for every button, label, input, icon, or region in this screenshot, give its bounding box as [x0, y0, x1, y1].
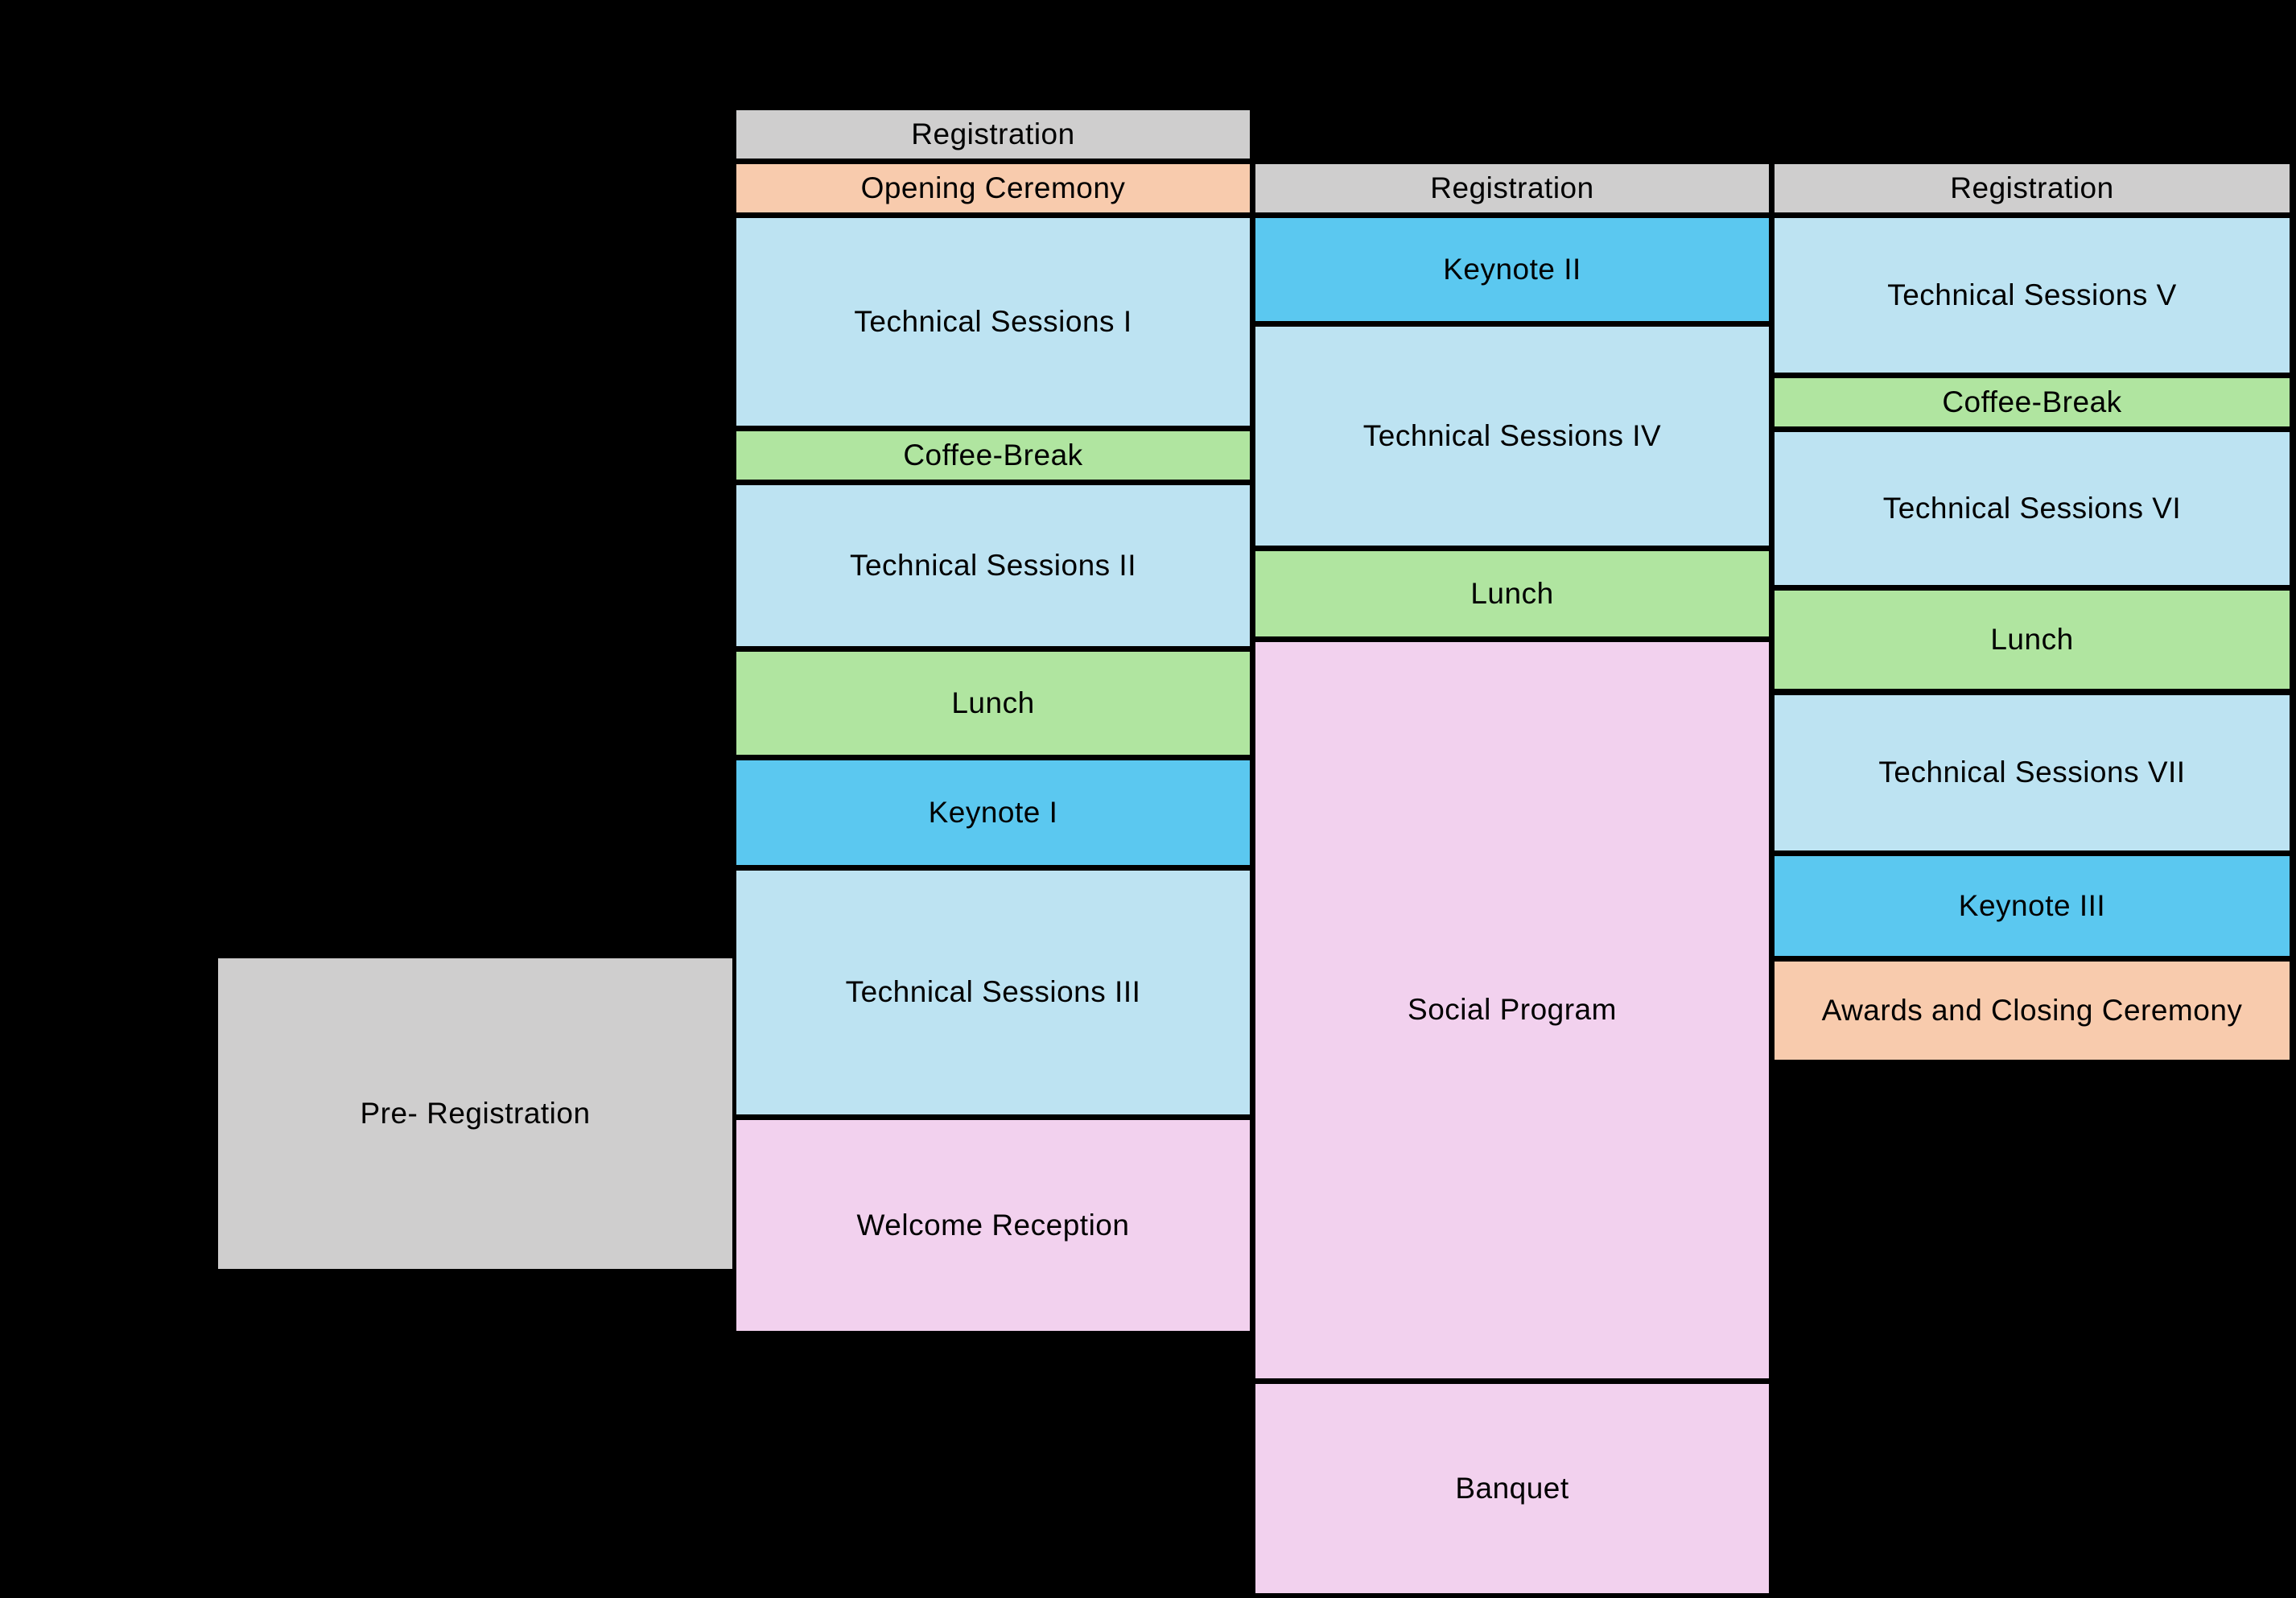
- block-day1-lunch: Lunch: [736, 652, 1250, 755]
- block-day3-keynote-3: Keynote III: [1775, 856, 2290, 956]
- block-day3-awards-closing-ceremony: Awards and Closing Ceremony: [1775, 962, 2290, 1060]
- block-label: Technical Sessions III: [845, 975, 1141, 1009]
- block-label: Registration: [1430, 171, 1594, 204]
- block-label: Technical Sessions II: [849, 548, 1136, 582]
- block-label: Technical Sessions I: [854, 304, 1132, 338]
- block-label: Keynote II: [1443, 252, 1581, 286]
- block-label: Technical Sessions IV: [1362, 418, 1662, 452]
- block-day1-opening-ceremony: Opening Ceremony: [736, 164, 1250, 212]
- block-label: Lunch: [951, 686, 1035, 719]
- block-day2-banquet: Banquet: [1255, 1384, 1769, 1593]
- block-label: Technical Sessions VI: [1882, 491, 2182, 525]
- block-label: Technical Sessions VII: [1878, 756, 2186, 789]
- block-label: Lunch: [1990, 622, 2074, 656]
- block-day3-technical-sessions-5: Technical Sessions V: [1775, 218, 2290, 373]
- block-day3-registration: Registration: [1775, 164, 2290, 212]
- block-day1-registration: Registration: [736, 110, 1250, 159]
- block-label: Awards and Closing Ceremony: [1821, 993, 2243, 1027]
- block-label: Technical Sessions V: [1887, 278, 2177, 311]
- block-day2-lunch: Lunch: [1255, 551, 1769, 636]
- block-label: Banquet: [1455, 1471, 1569, 1505]
- block-label: Keynote III: [1958, 888, 2106, 922]
- block-day2-social-program: Social Program: [1255, 642, 1769, 1378]
- block-day1-technical-sessions-3: Technical Sessions III: [736, 871, 1250, 1114]
- block-label: Registration: [1950, 171, 2114, 204]
- block-day3-lunch: Lunch: [1775, 591, 2290, 689]
- block-day1-technical-sessions-2: Technical Sessions II: [736, 485, 1250, 646]
- block-label: Registration: [911, 117, 1075, 150]
- block-day3-coffee-break: Coffee-Break: [1775, 378, 2290, 426]
- block-day3-technical-sessions-6: Technical Sessions VI: [1775, 432, 2290, 585]
- block-label: Social Program: [1408, 993, 1617, 1027]
- block-day2-keynote-2: Keynote II: [1255, 218, 1769, 321]
- block-label: Keynote I: [928, 795, 1058, 829]
- block-day2-technical-sessions-4: Technical Sessions IV: [1255, 327, 1769, 546]
- block-label: Welcome Reception: [856, 1208, 1130, 1242]
- block-label: Coffee-Break: [903, 438, 1083, 472]
- block-label: Opening Ceremony: [860, 171, 1126, 204]
- block-pre-registration: Pre- Registration: [218, 958, 732, 1269]
- block-label: Coffee-Break: [1942, 385, 2122, 418]
- block-day1-coffee-break: Coffee-Break: [736, 431, 1250, 480]
- block-day2-registration: Registration: [1255, 164, 1769, 212]
- block-day3-technical-sessions-7: Technical Sessions VII: [1775, 695, 2290, 850]
- block-day1-keynote-1: Keynote I: [736, 760, 1250, 865]
- block-day1-technical-sessions-1: Technical Sessions I: [736, 218, 1250, 426]
- block-label: Lunch: [1470, 576, 1554, 610]
- block-day1-welcome-reception: Welcome Reception: [736, 1120, 1250, 1331]
- block-label: Pre- Registration: [360, 1096, 591, 1130]
